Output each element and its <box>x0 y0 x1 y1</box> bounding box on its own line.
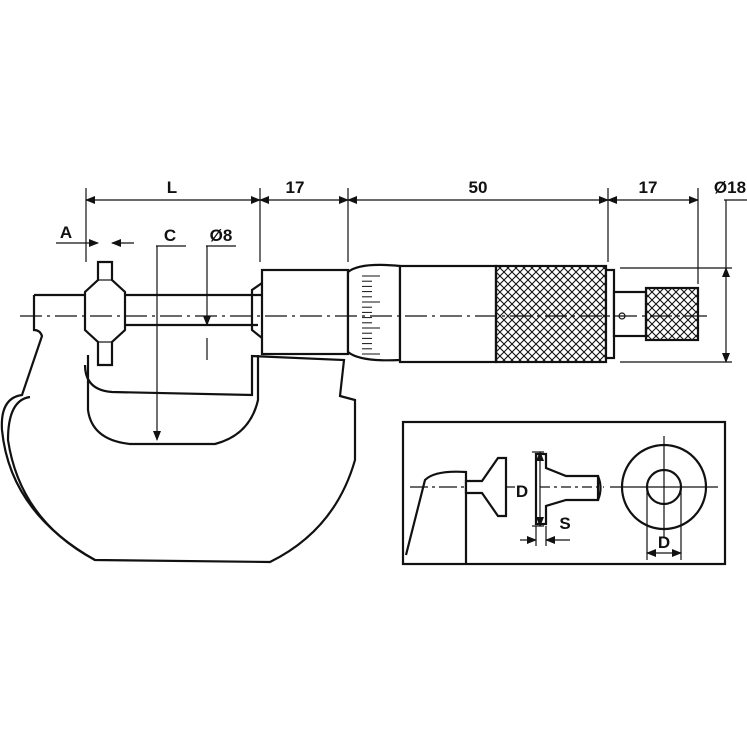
span-2-label: 50 <box>469 178 488 197</box>
span-1-label: 17 <box>286 178 305 197</box>
dimension-lines <box>56 188 747 441</box>
length-label: L <box>167 178 177 197</box>
anvil-diameter-label: D <box>516 482 528 501</box>
thimble-scale <box>346 263 402 362</box>
anvil-step-label: S <box>559 514 570 533</box>
knurled-grip <box>494 264 608 364</box>
spindle-diameter-label: Ø8 <box>210 226 233 245</box>
frame-sleeve <box>250 268 350 356</box>
span-3-label: 17 <box>639 178 658 197</box>
barrel <box>398 264 498 364</box>
center-depth-label: C <box>164 226 176 245</box>
micrometer-frame <box>0 293 357 564</box>
ratchet <box>604 268 700 360</box>
bore-diameter-label: D <box>658 533 670 552</box>
thimble-ticks <box>362 275 380 355</box>
diameter-outer-label: Ø18 <box>714 178 746 197</box>
anvil-disc <box>83 260 127 367</box>
anvil-thickness-label: A <box>60 223 72 242</box>
detail-panel <box>401 420 727 566</box>
